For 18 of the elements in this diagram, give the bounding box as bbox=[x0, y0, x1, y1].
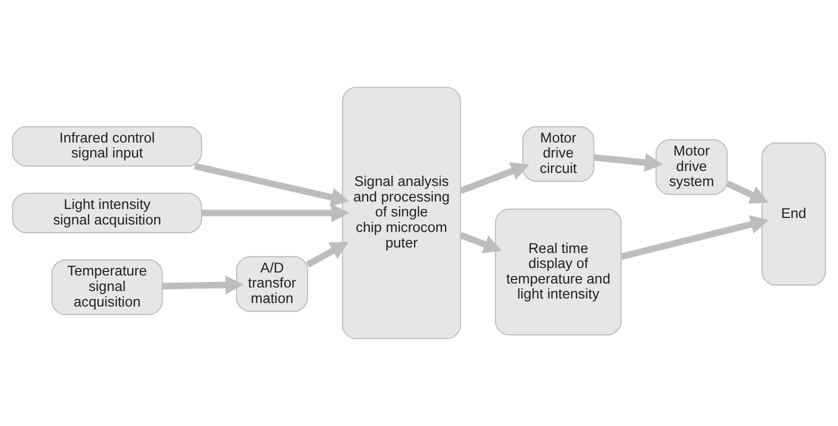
arrow bbox=[162, 275, 244, 294]
node-box: Real time display of temperature and light intensity bbox=[494, 208, 622, 336]
node-box: Motor drive circuit bbox=[522, 126, 594, 182]
node-box: Light intensity signal acquisition bbox=[12, 192, 202, 234]
node-box: Signal analysis and processing of single chip microcom puter bbox=[342, 86, 462, 340]
arrow bbox=[459, 232, 502, 254]
arrow bbox=[459, 162, 530, 194]
node-box: A/D transfor mation bbox=[236, 256, 308, 312]
arrow bbox=[194, 162, 350, 207]
node-box: End bbox=[761, 142, 826, 286]
node-box: Infrared control signal input bbox=[12, 126, 202, 167]
arrow bbox=[306, 242, 349, 268]
arrow bbox=[620, 215, 769, 260]
arrow bbox=[726, 180, 768, 204]
arrow bbox=[594, 153, 663, 172]
arrow bbox=[202, 204, 350, 222]
node-box: Motor drive system bbox=[656, 139, 728, 195]
node-box: Temperature signal acquisition bbox=[51, 259, 163, 316]
